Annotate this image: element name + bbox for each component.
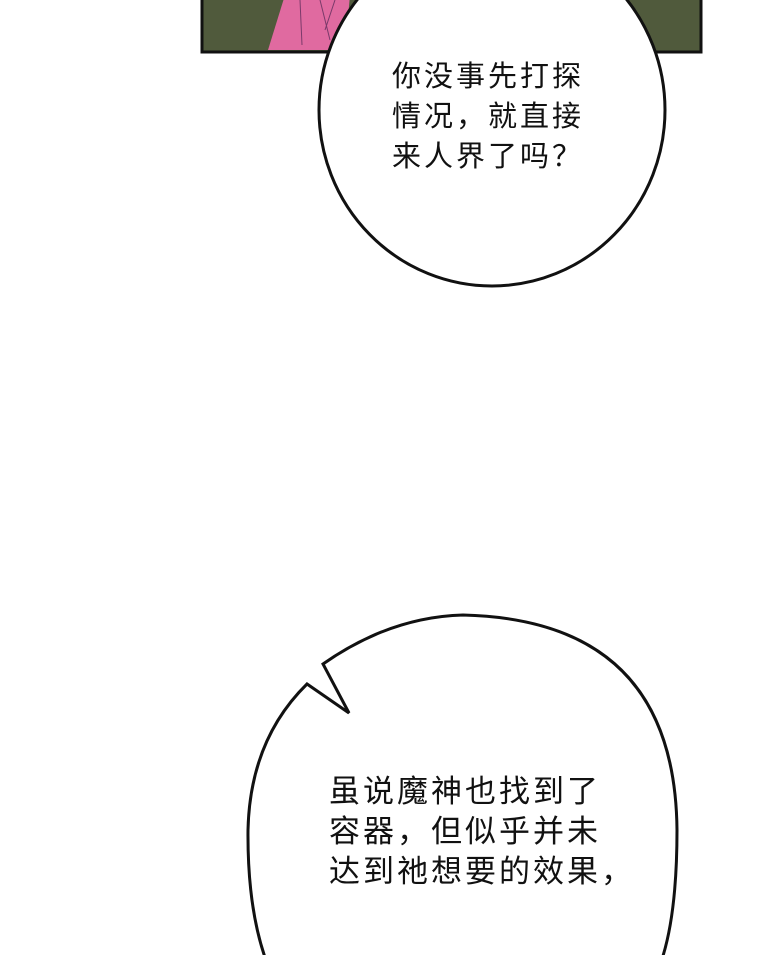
bubble-2-line: 达到祂想要的效果， (329, 854, 635, 890)
bubble-1-line: 情况，就直接 (392, 99, 585, 133)
speech-bubble-2 (246, 613, 679, 955)
bubble-1-line: 你没事先打探 (392, 59, 585, 93)
bubble-2-line: 虽说魔神也找到了 (329, 774, 601, 810)
bubble-2-line: 容器，但似乎并未 (329, 814, 601, 850)
bubble-2-text: 虽说魔神也找到了 容器，但似乎并未 达到祂想要的效果， (329, 772, 635, 892)
bubble-1-line: 来人界了吗？ (392, 139, 585, 173)
speech-bubble-1 (317, 0, 667, 288)
bubble-1-text: 你没事先打探 情况，就直接 来人界了吗？ (392, 56, 584, 176)
